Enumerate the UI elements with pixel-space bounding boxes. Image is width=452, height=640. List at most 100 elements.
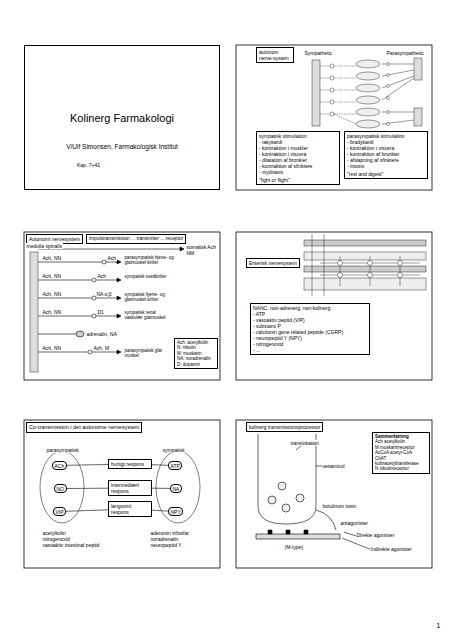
node-text: Autonomt nervesystem [29,236,80,242]
transmitter: NO [54,484,67,493]
text-label: neuropeptid Y [150,542,182,548]
text-label: translokation [290,440,319,446]
connector-line [152,510,168,512]
title-box: impulstransmission ... transmitter ... r… [86,234,186,244]
text-label: sympatisk [162,447,185,453]
text-label: parasympatisk glat muskel [124,348,171,359]
node-text: - neuropeptid Y (NPY) [253,335,367,341]
node-text: AcCoA acetyl-CoA [375,450,427,455]
node-text: - afslapning af sfinktere [347,157,425,163]
info-box: parasympatisk stimulation- bradykardi- k… [344,131,428,179]
text-label: Parasympathetic [386,50,424,56]
cholinergic-synapse-figure [256,434,372,550]
text-label: parasympatisk [46,447,79,453]
node-text: - kontraktion af sfinktere [259,163,337,169]
title-slide: Kolinerg FarmakologiV/Ulf Simonsen, Farm… [24,45,220,190]
node-text: NA: noradrenalin [177,356,215,361]
node-text: Enterisk nervesystem [249,260,297,266]
node-text: NA [173,486,180,492]
node-text: autonom nerve-system [259,49,291,61]
text-label: Ach, NN [42,309,62,315]
node-text: ATP [171,463,180,469]
transmitter: NPY [168,507,183,516]
legend-box: SammenfatningAch acetylkolinM muskarinre… [372,432,430,474]
text-label: sympatisk renal vaskulær glatmuskel [124,310,173,321]
node-text: - mydriasis [259,169,337,175]
node-text: - kontraktion af bronkier [347,151,425,157]
node-text: parasympatisk stimulation [347,133,425,139]
connector-line [66,510,108,512]
response-box: hurtigt respons [108,459,152,469]
nerve-terminal-figure [40,451,200,523]
node-text: - ATP [253,311,367,317]
node-text: N: nikotin [177,345,215,350]
node-text: M muskarinreceptor [375,445,427,450]
node-text: sympatisk stimulation: [259,133,337,139]
text-label: Ach, NN [42,345,62,351]
text-label: Ach, NN [42,255,62,261]
transmitter: ACh [52,461,67,470]
title-box: kolinerg transmissionsprocessor [246,422,323,432]
legend-box: Ach: acetylkolinN: nikotinM: muskarinNA:… [174,338,218,369]
node-text: - takykardi [259,139,337,145]
text-label: 1 [436,622,441,630]
node-text: - calcitonin gene related peptide (CGRP) [253,329,367,335]
node-text: NPY [171,509,181,515]
text-label: vasoaktiv intestinal peptid [42,542,100,548]
text-label: botulinum toxin [322,503,357,509]
node-text: - bradykardi [347,139,425,145]
node-text: - vasoaktiv peptid (VIP) [253,317,367,323]
text-label: (M-type) [284,544,304,550]
node-text: - kontraktion i viscera [259,151,337,157]
node-text: Co-transmission i det autonome nervesyst… [29,424,139,431]
transmitter: VIP [53,507,66,516]
text-label: Ach, NN [42,273,62,279]
node-text: NANC: non-adrenerg, non-kolinerg: [253,305,367,311]
connector-line [152,488,170,489]
text-label: Ach, M [93,345,110,351]
info-box: sympatisk stimulation:- takykardi- kontr… [256,131,340,185]
node-text: "rest and digest" [347,171,425,177]
text-label: medulla spinalis [26,243,63,249]
node-text: - kontraktion i muskler [259,145,337,151]
node-text: Kolinerg Farmakologi [25,112,219,125]
node-text: N nikotinreceptor [375,466,427,471]
slide-frames [24,45,432,568]
text-label: sympatisk hjerte- og glatmuskel kirtler [124,292,183,303]
text-label: Ach [107,255,117,261]
text-label: Ach [97,273,107,279]
response-box: langsomt respons [108,501,152,517]
node-text: langsomt respons [111,503,149,515]
node-text: V/Ulf Simonsen, Farmakologisk Institut [25,143,219,151]
node-text: - kontraktion i viscera [347,145,425,151]
connector-line [67,488,109,489]
node-text: NO [57,486,65,492]
node-text: Ach acetylkolin [375,439,427,444]
text-label: Direkte agonister [356,532,395,538]
node-text: - ... [253,347,367,353]
title-box: Co-transmission i det autonome nervesyst… [26,422,142,433]
node-text: intermediært respons [111,482,149,494]
node-text: ACh [55,463,65,469]
ans-neuron-figure [30,247,184,372]
enteric-gut-figure [304,234,426,296]
connector-line [67,464,108,466]
node-text: D: dopamin [177,362,215,367]
node-text: Kap. 7+41 [77,162,100,168]
text-label: D1 [97,309,104,315]
text-label: antagonister [340,520,369,526]
ans-overview-figure [312,58,422,128]
title-box: autonom nerve-system [256,47,294,63]
info-box: NANC: non-adrenerg, non-kolinerg:- ATP- … [250,303,370,355]
text-label: Ach, NN [42,291,62,297]
node-text: hurtigt respons [111,461,149,467]
text-label: parasympatisk hjerte- og glatmuskel kirt… [124,255,183,266]
node-text: - substans P [253,323,367,329]
text-label: sympatisk svedkirtler [124,274,183,279]
node-text: impulstransmission ... transmitter ... r… [89,236,183,242]
text-label: somatisk Ach NM [186,244,217,256]
text-label: adrenalin, NA [86,331,117,337]
node-text: - nitrogenoxid [253,341,367,347]
text-label: vesamicol [322,463,345,469]
